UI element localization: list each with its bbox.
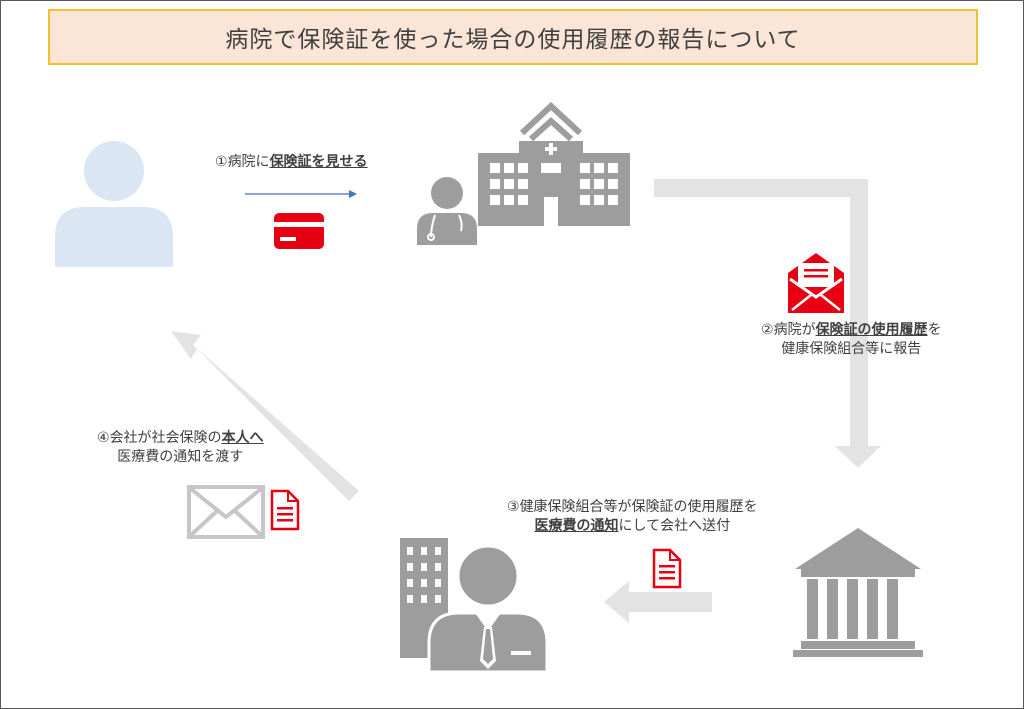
flow-arrow-company-to-person [171, 331, 359, 501]
page-title: 病院で保険証を使った場合の使用履歴の報告について [48, 9, 978, 65]
step4-label: ④会社が社会保険の本人へ 医療費の通知を渡す [97, 429, 264, 467]
step1-label: ①病院に保険証を見せる [215, 153, 368, 172]
envelope-icon [187, 485, 265, 539]
hospital-icon [478, 101, 630, 226]
document-icon [270, 489, 300, 531]
doctor-icon [417, 177, 477, 245]
step2-label: ②病院が保険証の使用履歴を 健康保険組合等に報告 [761, 321, 942, 359]
businessman-icon [427, 544, 549, 674]
step4-line1: ④会社が社会保険の本人へ [97, 430, 264, 446]
arrow-step1 [245, 190, 357, 198]
flow-arrow-hospital-to-insurer [654, 179, 881, 468]
step3-label: ③健康保険組合等が保険証の使用履歴を 医療費の通知にして会社へ送付 [507, 498, 758, 536]
insurance-card-icon [274, 213, 324, 249]
step3-line1: ③健康保険組合等が保険証の使用履歴を [507, 499, 758, 515]
person-icon [55, 141, 173, 267]
insurer-building-icon [793, 528, 923, 657]
step4-line2: 医療費の通知を渡す [117, 449, 244, 465]
flow-arrow-insurer-to-company [604, 581, 712, 623]
open-envelope-icon [788, 253, 844, 313]
document-icon [652, 548, 682, 589]
step1-line1: ①病院に保険証を見せる [215, 154, 368, 170]
step2-line1: ②病院が保険証の使用履歴を [761, 322, 942, 338]
step3-line2: 医療費の通知にして会社へ送付 [534, 518, 731, 534]
page-title-text: 病院で保険証を使った場合の使用履歴の報告について [225, 27, 801, 53]
step2-line2: 健康保険組合等に報告 [781, 341, 922, 357]
